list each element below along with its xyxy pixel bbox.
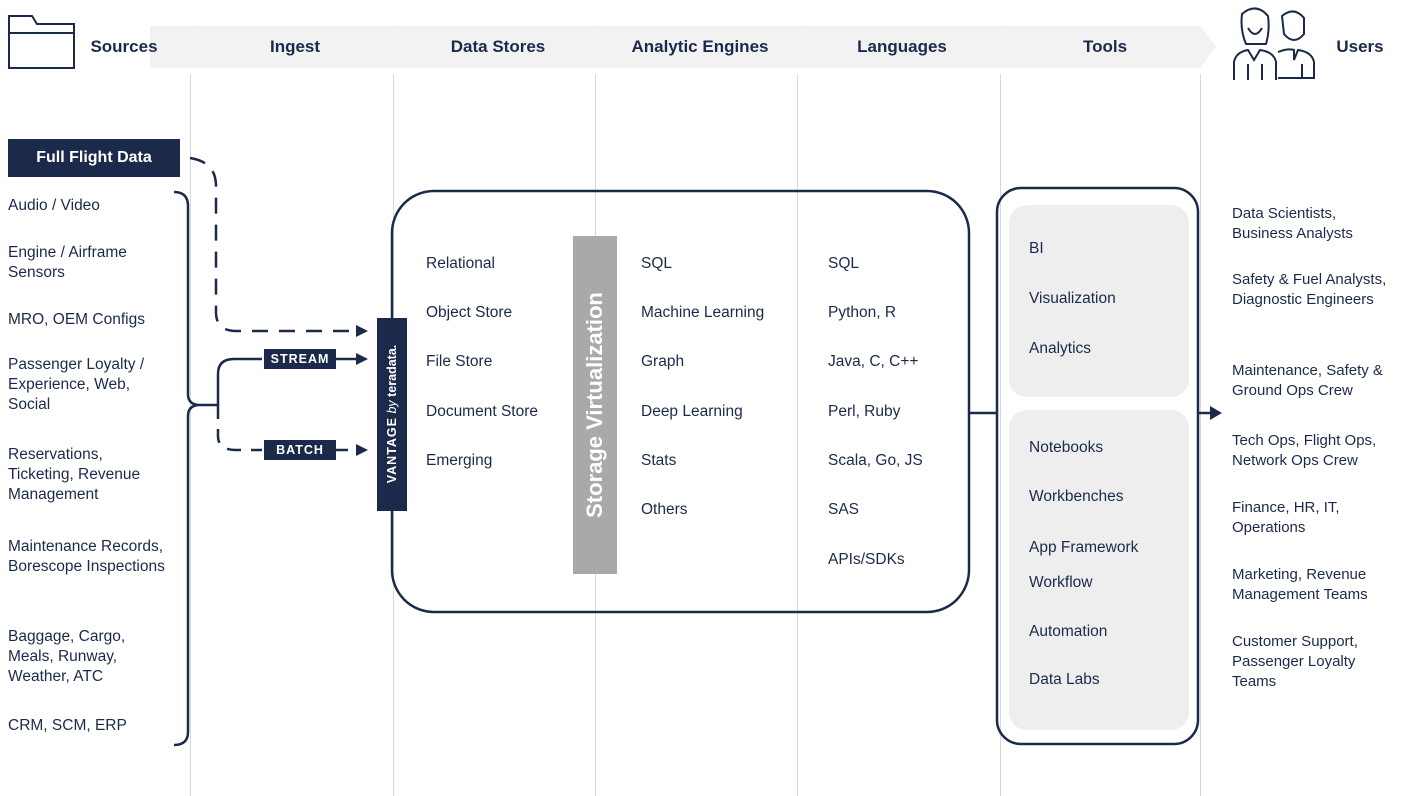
header-data-stores: Data Stores	[450, 37, 546, 56]
data-store-item: Object Store	[426, 304, 513, 321]
language-item: Java, C, C++	[828, 353, 919, 370]
language-item: SAS	[828, 501, 860, 518]
user-group: Marketing, Revenue Management Teams	[1232, 566, 1368, 603]
header-languages: Languages	[857, 37, 947, 56]
column-divider	[1200, 74, 1201, 796]
user-group: Tech Ops, Flight Ops, Network Ops Crew	[1232, 432, 1377, 469]
analytic-engine-item: Others	[641, 501, 688, 518]
vantage-by: by	[385, 400, 399, 414]
tool-item: Data Labs	[1029, 671, 1100, 688]
analytic-engine-item: Graph	[641, 353, 685, 370]
storage-virtualization-bar: Storage Virtualization	[573, 236, 617, 574]
header-sources: Sources	[90, 37, 158, 56]
user-group: Finance, HR, IT, Operations	[1232, 499, 1340, 536]
teradata-logo: teradata.	[385, 344, 399, 397]
language-item: Scala, Go, JS	[828, 452, 923, 469]
tool-item: Workbenches	[1029, 488, 1124, 505]
source-item: CRM, SCM, ERP	[8, 717, 127, 734]
column-divider	[1000, 74, 1001, 796]
user-group: Data Scientists, Business Analysts	[1232, 205, 1353, 242]
header-tools: Tools	[1082, 37, 1128, 56]
source-item: Reservations, Ticketing, Revenue Managem…	[8, 446, 141, 503]
users-icon	[1233, 7, 1315, 80]
vantage-bar: VANTAGE by teradata.	[377, 318, 407, 511]
language-item: Python, R	[828, 304, 897, 321]
data-store-item: Emerging	[426, 452, 493, 469]
analytic-engine-item: Stats	[641, 452, 677, 469]
vantage-label: VANTAGE	[385, 417, 399, 484]
source-item: MRO, OEM Configs	[8, 311, 145, 328]
column-divider	[797, 74, 798, 796]
tool-item: Visualization	[1029, 290, 1116, 307]
tool-item: BI	[1029, 240, 1044, 257]
data-store-item: Document Store	[426, 403, 538, 420]
source-item: Baggage, Cargo, Meals, Runway, Weather, …	[8, 628, 126, 685]
data-store-item: Relational	[426, 255, 495, 272]
source-item: Maintenance Records, Borescope Inspectio…	[8, 538, 165, 575]
tool-item: Notebooks	[1029, 439, 1104, 456]
tool-item: App Framework	[1029, 539, 1139, 556]
language-item: APIs/SDKs	[828, 551, 905, 568]
stream-tag: STREAM	[264, 349, 336, 369]
full-flight-data-label: Full Flight Data	[8, 139, 180, 177]
tools-panel-dev	[1009, 410, 1189, 730]
batch-tag: BATCH	[264, 440, 336, 460]
source-item: Engine / Airframe Sensors	[8, 244, 127, 281]
analytic-engine-item: Machine Learning	[641, 304, 765, 321]
language-item: Perl, Ruby	[828, 403, 901, 420]
tool-item: Automation	[1029, 623, 1108, 640]
language-item: SQL	[828, 255, 860, 272]
header-ingest: Ingest	[269, 37, 321, 56]
analytic-engine-item: Deep Learning	[641, 403, 743, 420]
user-group: Safety & Fuel Analysts, Diagnostic Engin…	[1232, 271, 1387, 308]
tool-item: Workflow	[1029, 574, 1093, 591]
data-store-item: File Store	[426, 353, 493, 370]
storage-virtualization-label: Storage Virtualization	[582, 292, 607, 518]
user-group: Maintenance, Safety & Ground Ops Crew	[1232, 362, 1383, 399]
user-group: Customer Support, Passenger Loyalty Team…	[1232, 633, 1358, 690]
source-item: Passenger Loyalty / Experience, Web, Soc…	[8, 356, 145, 413]
tools-panel-bi	[1009, 205, 1189, 397]
analytic-engine-item: SQL	[641, 255, 673, 272]
source-item: Audio / Video	[8, 197, 100, 214]
header-users: Users	[1336, 37, 1384, 56]
folder-icon	[8, 15, 75, 69]
column-divider	[190, 74, 191, 796]
tool-item: Analytics	[1029, 340, 1092, 357]
header-analytic-engines: Analytic Engines	[631, 37, 769, 56]
